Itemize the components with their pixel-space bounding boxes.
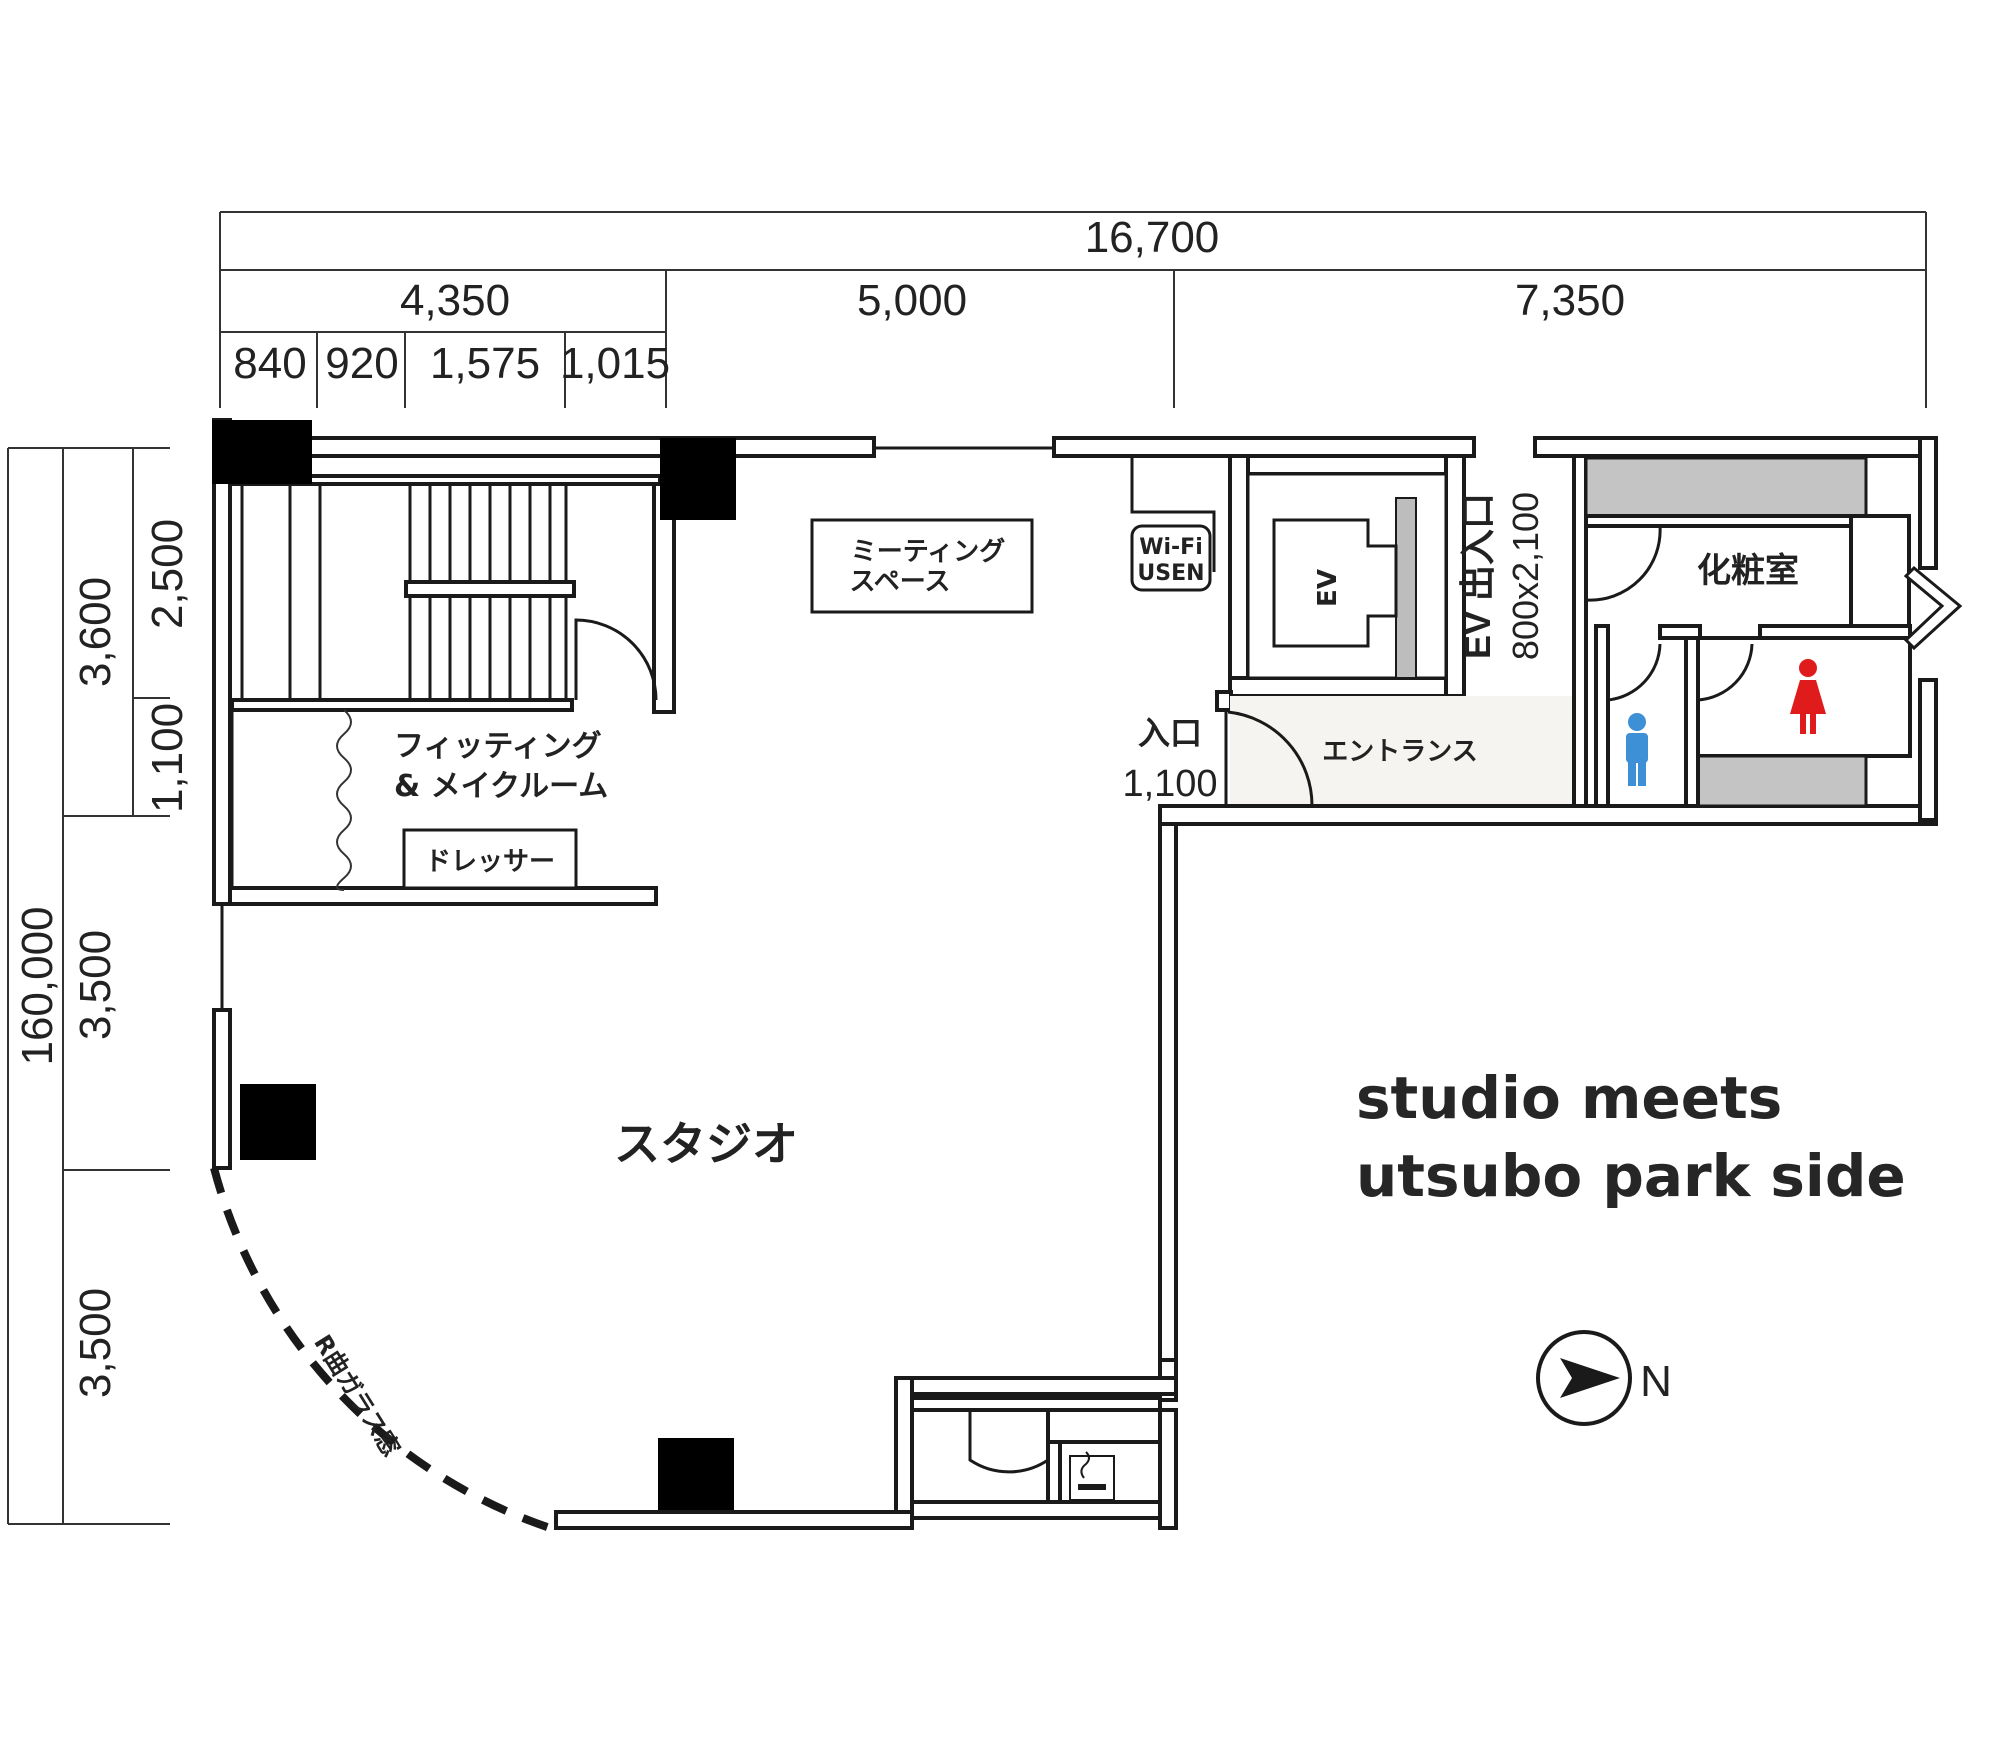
wifi-usen-panel: Wi-Fi USEN — [1130, 524, 1212, 592]
meeting-label-1: ミーティング — [851, 537, 1005, 567]
dim-left-1: 3,600 — [71, 577, 120, 687]
elevator-label: EV — [1313, 569, 1343, 607]
dim-left-sub-1: 2,500 — [143, 519, 192, 629]
entrance-label-1: 入口 — [1138, 714, 1202, 752]
left-dimensions: 160,000 3,600 3,500 3,500 2,500 1,100 — [7, 447, 192, 1525]
dim-left-2: 3,500 — [71, 930, 120, 1040]
ev-door-label-2: 800x2,100 — [1505, 492, 1546, 660]
fitting-label-1: フィッティング — [394, 729, 602, 764]
dim-sub-3: 1,575 — [430, 339, 540, 388]
ev-door-label-1: EV 出入口 — [1457, 493, 1498, 659]
compass: N — [1536, 1330, 1672, 1426]
pillars — [212, 420, 736, 1510]
wifi-label: Wi-Fi — [1139, 535, 1203, 560]
north-arrow-icon — [1560, 1358, 1620, 1398]
dim-sub-4: 1,015 — [560, 339, 670, 388]
top-dimensions: 16,700 4,350 5,000 7,350 840 920 1,575 1… — [219, 211, 1927, 408]
makeup-room-label: 化粧室 — [1697, 551, 1799, 591]
dim-seg-2: 5,000 — [857, 276, 967, 325]
meeting-space: ミーティング スペース — [810, 518, 1034, 614]
brand-line-2: utsubo park side — [1356, 1142, 1906, 1210]
dim-total-width: 16,700 — [1085, 213, 1220, 262]
curved-glass-label: R曲ガラス窓 — [308, 1330, 405, 1462]
compass-label: N — [1640, 1357, 1672, 1406]
dim-seg-3: 7,350 — [1515, 276, 1625, 325]
usen-label: USEN — [1137, 561, 1204, 586]
fitting-room: フィッティング & メイクルーム ドレッサー — [336, 709, 608, 891]
dim-sub-1: 840 — [233, 339, 306, 388]
brand-line-1: studio meets — [1356, 1064, 1782, 1132]
dim-total-height: 160,000 — [13, 906, 62, 1065]
smoking-area-icon — [1069, 1451, 1115, 1501]
staircase — [404, 484, 576, 700]
dim-seg-1: 4,350 — [400, 276, 510, 325]
dim-sub-2: 920 — [325, 339, 398, 388]
dresser-label: ドレッサー — [425, 847, 555, 877]
dim-left-3: 3,500 — [71, 1288, 120, 1398]
entrance-hall-label: エントランス — [1322, 737, 1477, 767]
studio-label: スタジオ — [614, 1117, 798, 1171]
entrance-label-2: 1,100 — [1122, 763, 1217, 805]
meeting-label-2: スペース — [850, 567, 951, 597]
female-restroom-icon — [1790, 659, 1826, 734]
dim-left-sub-2: 1,100 — [143, 703, 192, 813]
male-restroom-icon — [1626, 713, 1648, 786]
fitting-label-2: & メイクルーム — [394, 769, 608, 804]
